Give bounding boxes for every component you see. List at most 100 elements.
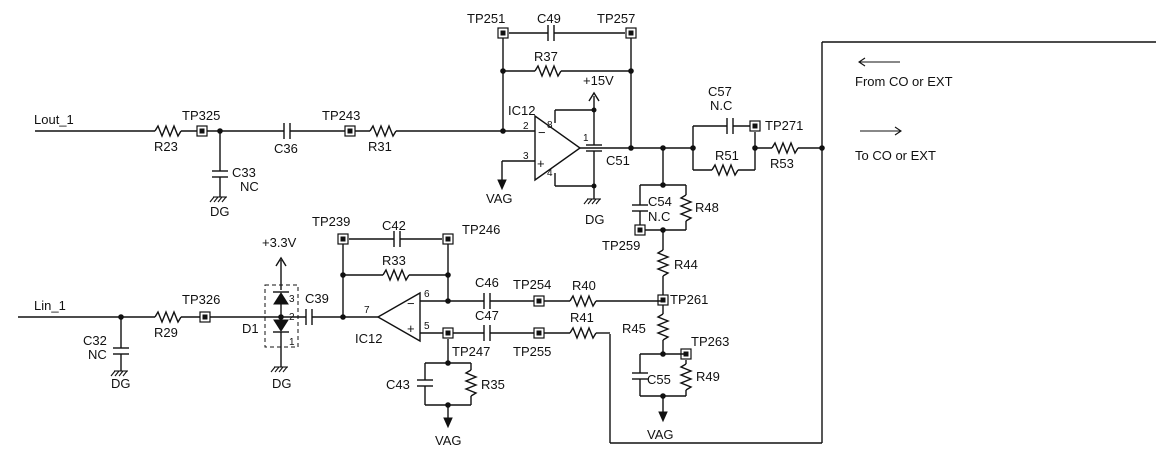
tp247-label: TP247	[452, 344, 490, 359]
external-connection: From CO or EXT To CO or EXT	[609, 41, 1156, 444]
c32-nc-label: NC	[88, 347, 107, 362]
bot-pin-5: 5	[424, 321, 430, 332]
lin-signal-path: Lin_1 C32 NC DG R29 TP326	[18, 292, 306, 391]
tp251-label: TP251	[467, 11, 505, 26]
bot-plus-symbol: +	[407, 321, 415, 336]
capacitor-c49: C49	[509, 11, 625, 41]
tp259-label: TP259	[602, 238, 640, 253]
c33-label: C33	[232, 165, 256, 180]
ground-dg-2: DG	[583, 198, 605, 227]
tp243: TP243	[322, 108, 360, 137]
dg-label-3: DG	[111, 376, 131, 391]
tp251: TP251	[467, 11, 509, 39]
capacitor-c32: C32 NC	[83, 317, 129, 371]
r37-label: R37	[534, 49, 558, 64]
bottom-feedback-network: TP239 TP246 C42 R33	[312, 214, 500, 317]
resistor-r33: R33	[340, 253, 451, 282]
top-minus-symbol: −	[538, 125, 546, 140]
bot-minus-symbol: −	[407, 296, 415, 311]
tp255-label: TP255	[513, 344, 551, 359]
r48-label: R48	[695, 200, 719, 215]
tp243-label: TP243	[322, 108, 360, 123]
tp239-label: TP239	[312, 214, 350, 229]
r29-label: R29	[154, 325, 178, 340]
to-arrow	[860, 126, 902, 136]
dg-label-2: DG	[585, 212, 605, 227]
d1-label: D1	[242, 321, 259, 336]
resistor-r40: R40	[569, 278, 597, 308]
resistor-r31: R31	[368, 124, 397, 154]
tp325-label: TP325	[182, 108, 220, 123]
resistor-r29: R29	[154, 310, 182, 340]
capacitor-c54: C54 N.C	[632, 194, 672, 230]
resistor-r41: R41	[569, 310, 597, 340]
dg-label-1: DG	[210, 204, 230, 219]
capacitor-c47: C47	[475, 308, 499, 341]
tp254: TP254	[513, 277, 551, 307]
capacitor-c46: C46	[475, 275, 499, 309]
c57-nc-label: N.C	[710, 98, 732, 113]
r44-label: R44	[674, 257, 698, 272]
tp239: TP239	[312, 214, 350, 245]
tp254-label: TP254	[513, 277, 551, 292]
resistor-r37: R37	[500, 49, 634, 78]
tp263: TP263	[680, 334, 729, 360]
c32-label: C32	[83, 333, 107, 348]
legend-to-text: To CO or EXT	[855, 148, 936, 163]
r53-label: R53	[770, 156, 794, 171]
top-pin-8: 8	[547, 120, 553, 131]
capacitor-c57: C57 N.C	[708, 84, 755, 134]
ground-dg-1: DG	[209, 196, 230, 219]
legend-from-text: From CO or EXT	[855, 74, 953, 89]
plus15v-label: +15V	[583, 73, 614, 88]
resistor-r44: R44	[656, 249, 698, 277]
tp257: TP257	[597, 11, 637, 39]
resistor-r49: R49	[679, 360, 720, 396]
opamp-ic12-bottom: 7 − + 6 5 IC12 TP247	[343, 289, 490, 359]
c43-label: C43	[386, 377, 410, 392]
c33-nc-label: NC	[240, 179, 259, 194]
r33-label: R33	[382, 253, 406, 268]
tp259: TP259	[602, 224, 646, 253]
r41-label: R41	[570, 310, 594, 325]
divider-network: C54 N.C R48 TP259 R44 TP261 R45	[602, 148, 729, 442]
d1-pin-3: 3	[289, 294, 295, 305]
bot-pin-6: 6	[424, 289, 430, 300]
c47-label: C47	[475, 308, 499, 323]
tp261-label: TP261	[670, 292, 708, 307]
ground-dg-4: DG	[270, 366, 292, 391]
d1-pin-2: 2	[289, 312, 295, 323]
c57-label: C57	[708, 84, 732, 99]
tp257-label: TP257	[597, 11, 635, 26]
c36-label: C36	[274, 141, 298, 156]
tp325: TP325	[182, 108, 220, 137]
tp326-label: TP326	[182, 292, 220, 307]
c51-label: C51	[606, 153, 630, 168]
capacitor-c39: C39	[305, 291, 346, 325]
resistor-r53: R53	[770, 141, 799, 171]
tp326: TP326	[182, 292, 220, 323]
tp261: TP261	[657, 292, 708, 307]
resistor-r45: R45	[622, 313, 670, 341]
top-pin-4: 4	[547, 168, 553, 179]
c46-label: C46	[475, 275, 499, 290]
top-feedback-network: TP251 TP257 C49 R37	[467, 11, 637, 148]
lout-label: Lout_1	[34, 112, 74, 127]
ground-dg-3: DG	[110, 370, 131, 391]
top-pin-3: 3	[523, 151, 529, 162]
bot-pin-7: 7	[364, 305, 370, 316]
bias-network: C43 R35 VAG	[386, 339, 505, 448]
resistor-r23: R23	[154, 124, 182, 154]
top-pin-1: 1	[583, 133, 589, 144]
capacitor-c33: C33 NC	[212, 131, 259, 197]
vag-label-2: VAG	[435, 433, 462, 448]
vag-label-3: VAG	[647, 427, 674, 442]
c42-label: C42	[382, 218, 406, 233]
r23-label: R23	[154, 139, 178, 154]
r40-label: R40	[572, 278, 596, 293]
opamp-ic12-top: − + 2 3 8 4 1 IC12 VAG +15V C51 DG	[486, 73, 666, 227]
capacitor-c43: C43	[386, 363, 433, 405]
c55-label: C55	[647, 372, 671, 387]
d1-pin-1: 1	[289, 337, 295, 348]
